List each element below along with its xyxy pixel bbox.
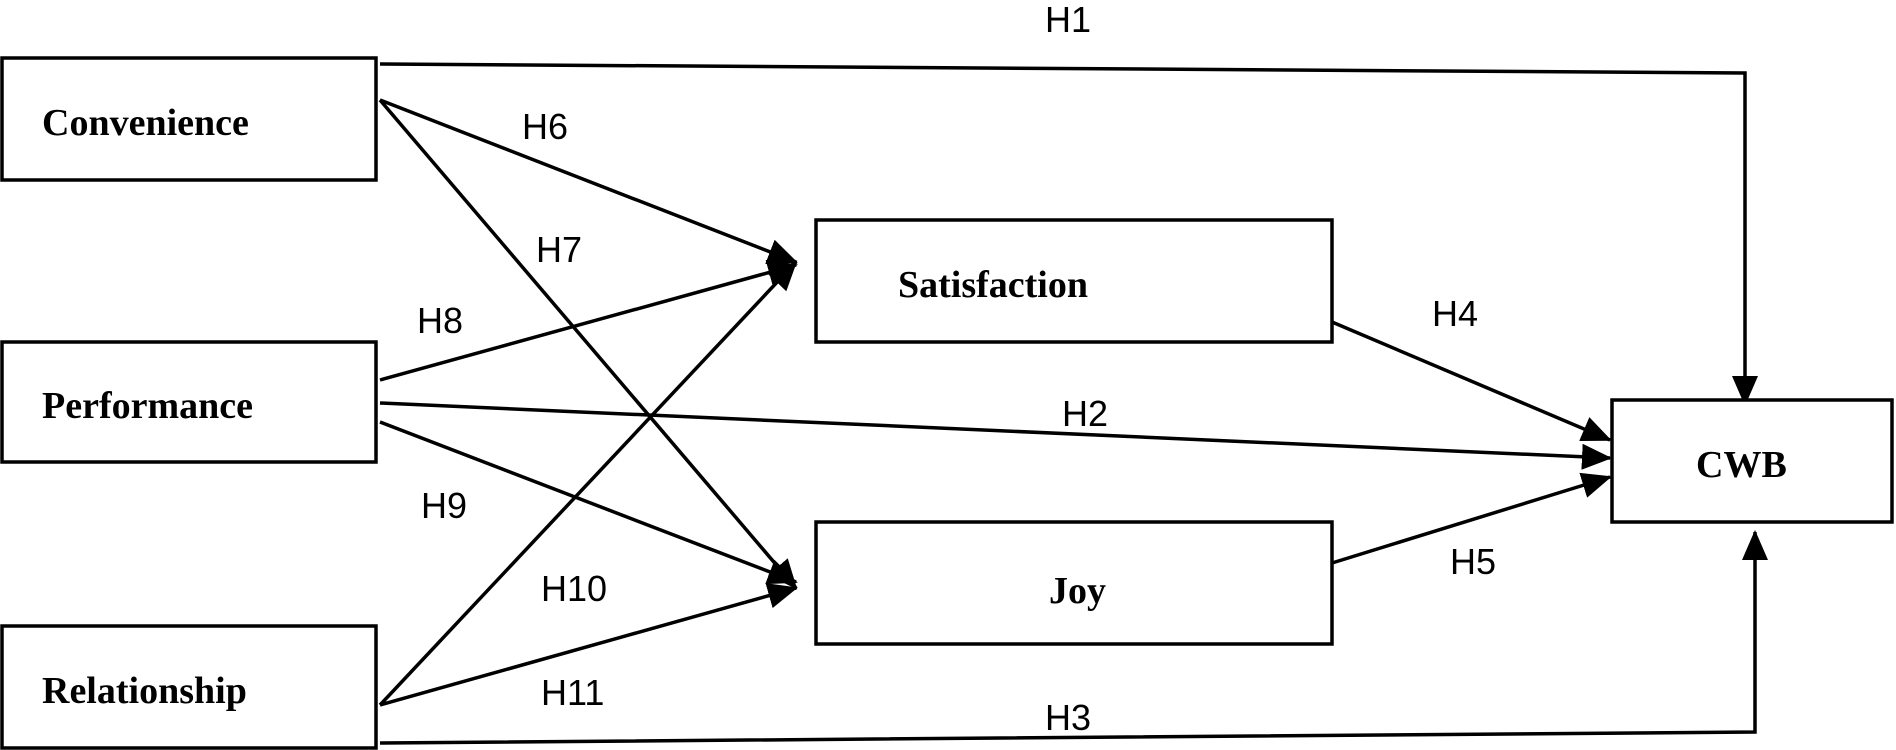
label-h10: H10 — [541, 568, 607, 609]
label-h3: H3 — [1045, 697, 1091, 738]
node-relationship: Relationship — [0, 624, 378, 750]
path-h10-relationship-to-satisfaction — [378, 260, 798, 707]
node-performance: Performance — [0, 340, 378, 464]
label-h4: H4 — [1432, 293, 1478, 334]
label-h2: H2 — [1062, 393, 1108, 434]
path-h9-performance-to-joy — [379, 420, 798, 585]
node-label-relationship: Relationship — [42, 670, 247, 712]
label-h8: H8 — [417, 300, 463, 341]
node-satisfaction: Satisfaction — [814, 218, 1334, 344]
path-h6-convenience-to-satisfaction — [379, 98, 798, 264]
node-cwb: CWB — [1610, 398, 1894, 524]
path-h2-performance-to-cwb — [379, 401, 1612, 470]
label-h1: H1 — [1045, 0, 1091, 40]
label-h7: H7 — [536, 229, 582, 270]
label-h11: H11 — [541, 672, 604, 713]
path-h4-satisfaction-to-cwb — [1331, 320, 1612, 442]
node-joy: Joy — [814, 520, 1334, 646]
path-h8-performance-to-satisfaction — [379, 259, 798, 382]
node-label-cwb: CWB — [1696, 444, 1787, 486]
hypothesis-labels: H1 H6 H7 H8 H4 H2 H9 H5 H10 H11 H3 — [417, 0, 1496, 738]
label-h5: H5 — [1450, 541, 1496, 582]
edges — [378, 62, 1768, 745]
node-label-convenience: Convenience — [42, 102, 249, 144]
path-h7-convenience-to-joy — [378, 98, 798, 590]
path-h5-joy-to-cwb — [1331, 472, 1612, 565]
node-label-satisfaction: Satisfaction — [898, 264, 1088, 306]
label-h6: H6 — [522, 106, 568, 147]
path-h1-convenience-to-cwb — [379, 62, 1758, 406]
path-h11-relationship-to-joy — [379, 583, 798, 707]
node-label-joy: Joy — [1049, 570, 1106, 612]
label-h9: H9 — [421, 485, 467, 526]
node-label-performance: Performance — [42, 385, 253, 427]
node-convenience: Convenience — [0, 56, 378, 182]
path-h3-relationship-to-cwb — [379, 530, 1768, 745]
